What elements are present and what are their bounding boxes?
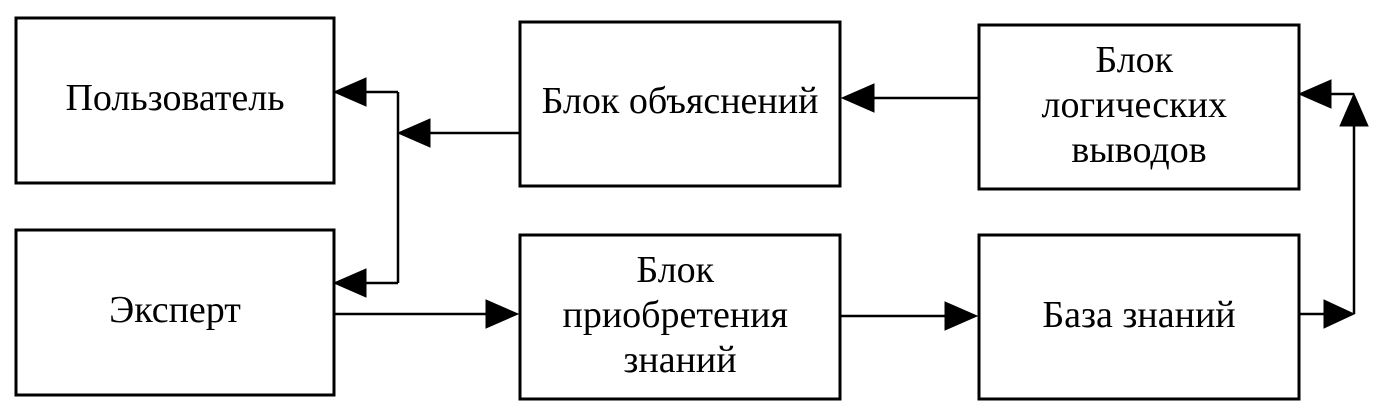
node-acquire: Блок приобретения знаний	[518, 233, 842, 401]
edge-acquire-to-kb	[840, 301, 979, 331]
node-kb-label: База знаний	[1042, 294, 1235, 336]
edge-expert-to-acquire	[334, 299, 520, 329]
node-user: Пользователь	[14, 16, 336, 185]
node-user-label: Пользователь	[65, 77, 284, 119]
node-explain: Блок объяснений	[518, 20, 842, 188]
edge-bus-up	[1339, 92, 1369, 314]
node-acquire-label: Блок приобретения знаний	[563, 249, 798, 381]
edge-junction-to-expert	[332, 268, 398, 298]
node-expert-label: Эксперт	[109, 289, 241, 331]
node-expert: Эксперт	[14, 228, 336, 397]
node-kb: База знаний	[977, 233, 1301, 401]
node-inference: Блок логических выводов	[977, 23, 1301, 191]
edge-junction-to-user	[332, 77, 398, 107]
edge-inference-to-explain	[840, 83, 979, 113]
edge-kb-to-bus	[1299, 299, 1356, 329]
edge-explain-to-junction	[396, 118, 520, 148]
node-inference-label: Блок логических выводов	[1042, 39, 1237, 171]
edge-bus-to-inference	[1297, 79, 1354, 109]
node-explain-label: Блок объяснений	[542, 80, 819, 122]
